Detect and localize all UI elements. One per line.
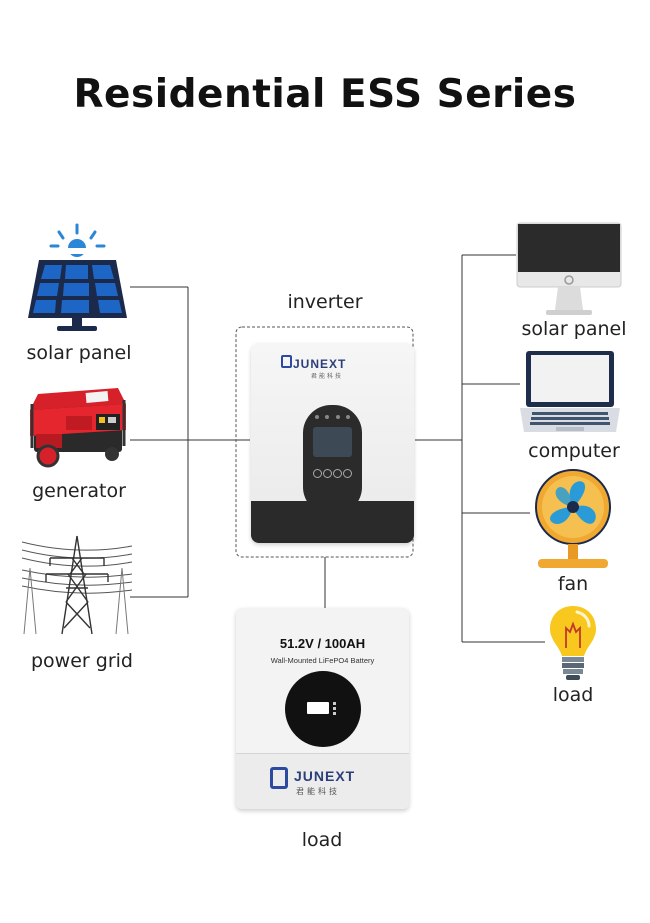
laptop-icon [520, 351, 620, 432]
page-title: Residential ESS Series [73, 72, 577, 117]
power-grid-icon [22, 535, 132, 635]
label-inverter: inverter [287, 291, 363, 313]
solar-panel-icon [28, 223, 127, 331]
label-bottom-load: load [301, 829, 343, 851]
battery-spec: 51.2V / 100AH [279, 636, 366, 651]
battery-brand-band: JUNEXT 君能科技 [236, 753, 409, 809]
label-right-load: load [552, 684, 594, 706]
generator-icon [30, 388, 126, 468]
inverter-base [251, 501, 414, 543]
battery-screen [307, 702, 329, 714]
label-fan: fan [557, 573, 589, 595]
junext-logo-icon [281, 355, 292, 368]
inverter-brand-sub: 君能科技 [311, 374, 344, 380]
inverter-device: JUNEXT 君能科技 [251, 343, 414, 543]
battery-brand-sub: 君能科技 [296, 787, 340, 796]
battery-display-circle [285, 671, 361, 747]
inverter-buttons [313, 469, 352, 478]
light-bulb-icon [550, 606, 596, 680]
indicator-leds [315, 415, 350, 419]
junext-logo-icon [270, 767, 288, 789]
fan-icon [535, 469, 611, 568]
label-generator: generator [32, 480, 126, 502]
inverter-control-panel [303, 405, 362, 515]
inverter-dashed-frame [235, 326, 414, 558]
label-computer: computer [528, 440, 620, 462]
battery-brand: JUNEXT [294, 768, 356, 784]
label-power-grid: power grid [31, 650, 133, 672]
monitor-icon [516, 222, 622, 315]
battery-device: 51.2V / 100AH Wall-Mounted LiFePO4 Batte… [236, 608, 409, 809]
label-left-solar-panel: solar panel [26, 342, 132, 364]
inverter-brand: JUNEXT [293, 357, 347, 371]
label-right-solar-panel: solar panel [521, 318, 627, 340]
inverter-lcd-screen [313, 427, 352, 457]
battery-subtitle: Wall-Mounted LiFePO4 Battery [270, 656, 375, 665]
